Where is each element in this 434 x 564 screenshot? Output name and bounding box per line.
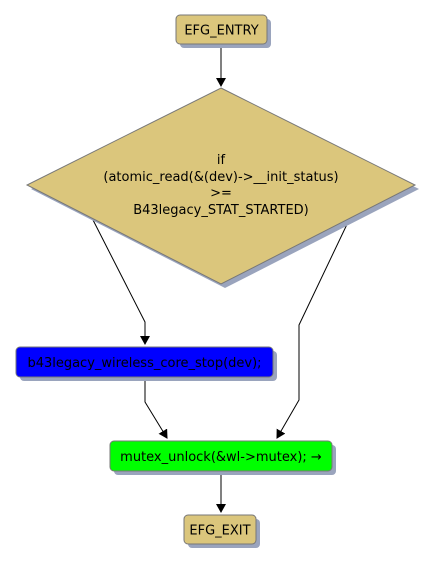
exit-node-box xyxy=(183,514,257,545)
entry-node: EFG_ENTRY xyxy=(175,14,271,48)
decision-node: if (atomic_read(&(dev)->__init_status) >… xyxy=(25,87,419,288)
decision-node-line-1: if xyxy=(217,153,226,168)
decision-node-line-4: B43legacy_STAT_STARTED) xyxy=(133,203,309,218)
decision-node-line-3: >= xyxy=(210,186,232,201)
core-stop-node-box xyxy=(15,346,274,378)
core-stop-node-label: b43legacy_wireless_core_stop(dev); xyxy=(27,356,261,371)
edge-decision-to-unlock xyxy=(276,217,351,439)
exit-node-label: EFG_EXIT xyxy=(189,524,250,539)
decision-node-line-2: (atomic_read(&(dev)->__init_status) xyxy=(103,170,338,185)
unlock-node-label: mutex_unlock(&wl->mutex); → xyxy=(120,450,322,465)
entry-node-box xyxy=(175,14,268,45)
exit-node: EFG_EXIT xyxy=(183,514,260,548)
core-stop-node: b43legacy_wireless_core_stop(dev); xyxy=(15,346,277,381)
edge-core-stop-to-unlock xyxy=(144,377,168,439)
unlock-node: mutex_unlock(&wl->mutex); → xyxy=(109,440,336,475)
entry-node-label: EFG_ENTRY xyxy=(184,24,258,39)
decision-node-diamond xyxy=(25,87,417,285)
unlock-node-box xyxy=(109,440,333,472)
edge-decision-to-core-stop xyxy=(91,217,150,345)
